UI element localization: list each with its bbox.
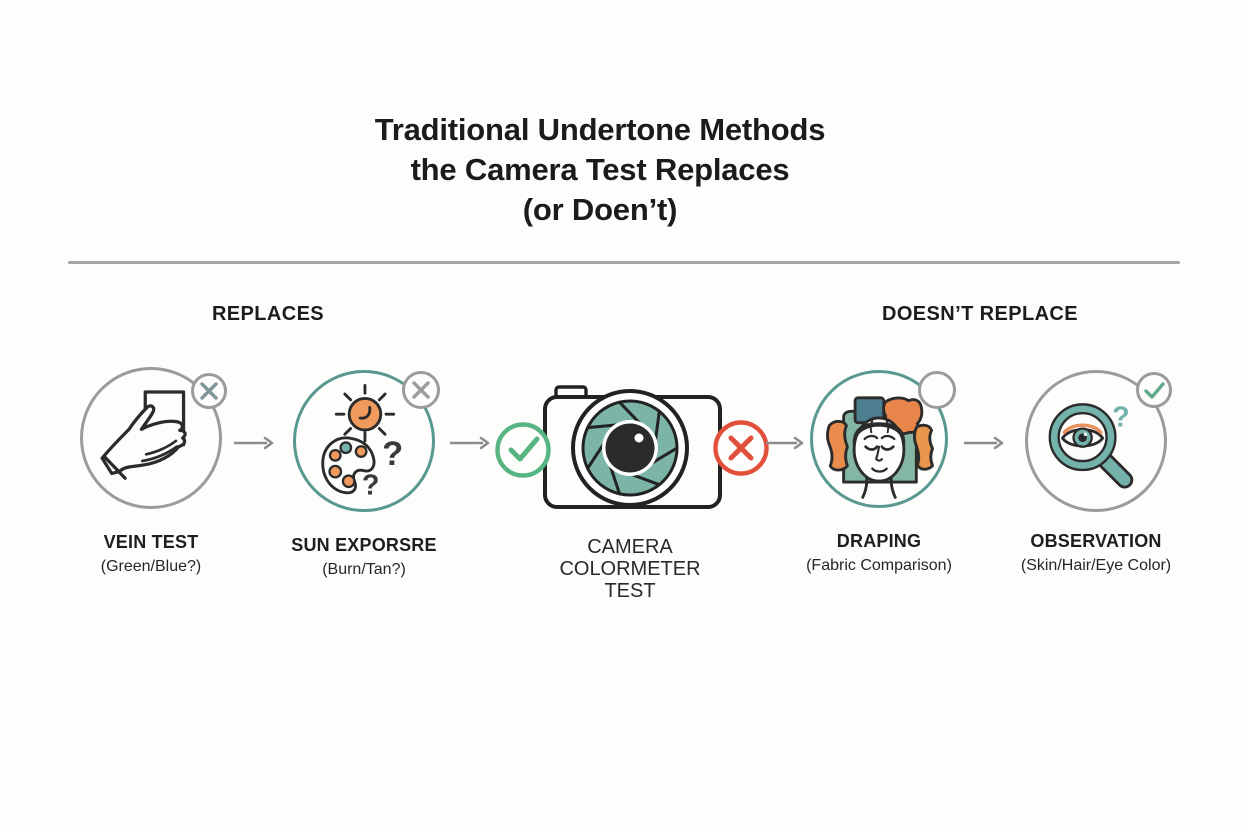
question-mark: ?: [362, 470, 380, 502]
method-name: DRAPING: [836, 531, 922, 551]
hair-shape: [852, 422, 906, 446]
method-name: SUN EXPORSRE: [291, 535, 437, 555]
arrow-icon: [765, 435, 804, 456]
title-line-2: the Camera Test Replaces: [410, 152, 790, 187]
camera-aperture-icon: [495, 385, 769, 509]
observation-check-badge: [1135, 371, 1173, 414]
arrow-icon: [963, 435, 1004, 456]
hand-card-icon: [100, 390, 187, 480]
question-mark: ?: [382, 435, 403, 473]
face-fabric-icon: [826, 396, 934, 499]
x-badge-icon: [191, 373, 227, 409]
orange-fabric: [913, 423, 934, 471]
page-title: Traditional Undertone Methods the Camera…: [0, 110, 1200, 230]
empty-badge-icon: [918, 371, 956, 409]
camera-label-line: CAMERA: [587, 536, 673, 558]
lens-pupil: [605, 423, 655, 473]
arrow-icon: [449, 435, 490, 456]
check-circle-icon: [495, 422, 551, 478]
draping-empty-badge: [917, 370, 957, 415]
divider: [68, 261, 1180, 264]
camera-test-label: CAMERA COLORMETER TEST: [540, 536, 720, 602]
title-line-3: (or Doen’t): [522, 192, 678, 227]
arrow-icon: [233, 435, 274, 456]
method-detail: (Fabric Comparison): [806, 557, 952, 574]
question-mark: ?: [1112, 402, 1130, 434]
x-circle-icon: [713, 420, 769, 476]
method-detail: (Burn/Tan?): [322, 561, 406, 578]
camera-label-line: COLORMETER: [559, 558, 701, 580]
x-badge-icon: [402, 371, 440, 409]
method-name: OBSERVATION: [1030, 531, 1162, 551]
check-badge-icon: [1136, 372, 1172, 408]
hand-shape: [100, 404, 187, 476]
sun-shape: [347, 396, 383, 432]
sun-exposure-x-badge: [401, 370, 441, 415]
vein-test-label: VEIN TEST (Green/Blue?): [61, 532, 241, 576]
sun-exposure-circle: ? ?: [293, 370, 435, 512]
observation-circle: ?: [1025, 370, 1167, 512]
orange-fabric: [826, 419, 849, 472]
title-line-1: Traditional Undertone Methods: [374, 112, 826, 147]
observation-label: OBSERVATION (Skin/Hair/Eye Color): [1006, 531, 1186, 575]
sun-exposure-label: SUN EXPORSRE (Burn/Tan?): [274, 535, 454, 579]
draping-label: DRAPING (Fabric Comparison): [789, 531, 969, 575]
method-detail: (Green/Blue?): [100, 558, 202, 575]
section-header-doesnt-replace: DOESN’T REPLACE: [881, 303, 1079, 325]
sun-palette-icon: ? ?: [321, 384, 403, 502]
camera-label-line: TEST: [604, 580, 656, 602]
vein-test-x-badge: [190, 372, 228, 415]
magnifier-eye-icon: ?: [1048, 402, 1134, 489]
method-detail: (Skin/Hair/Eye Color): [1020, 557, 1172, 574]
section-header-replaces: REPLACES: [211, 303, 325, 325]
method-name: VEIN TEST: [103, 532, 199, 552]
